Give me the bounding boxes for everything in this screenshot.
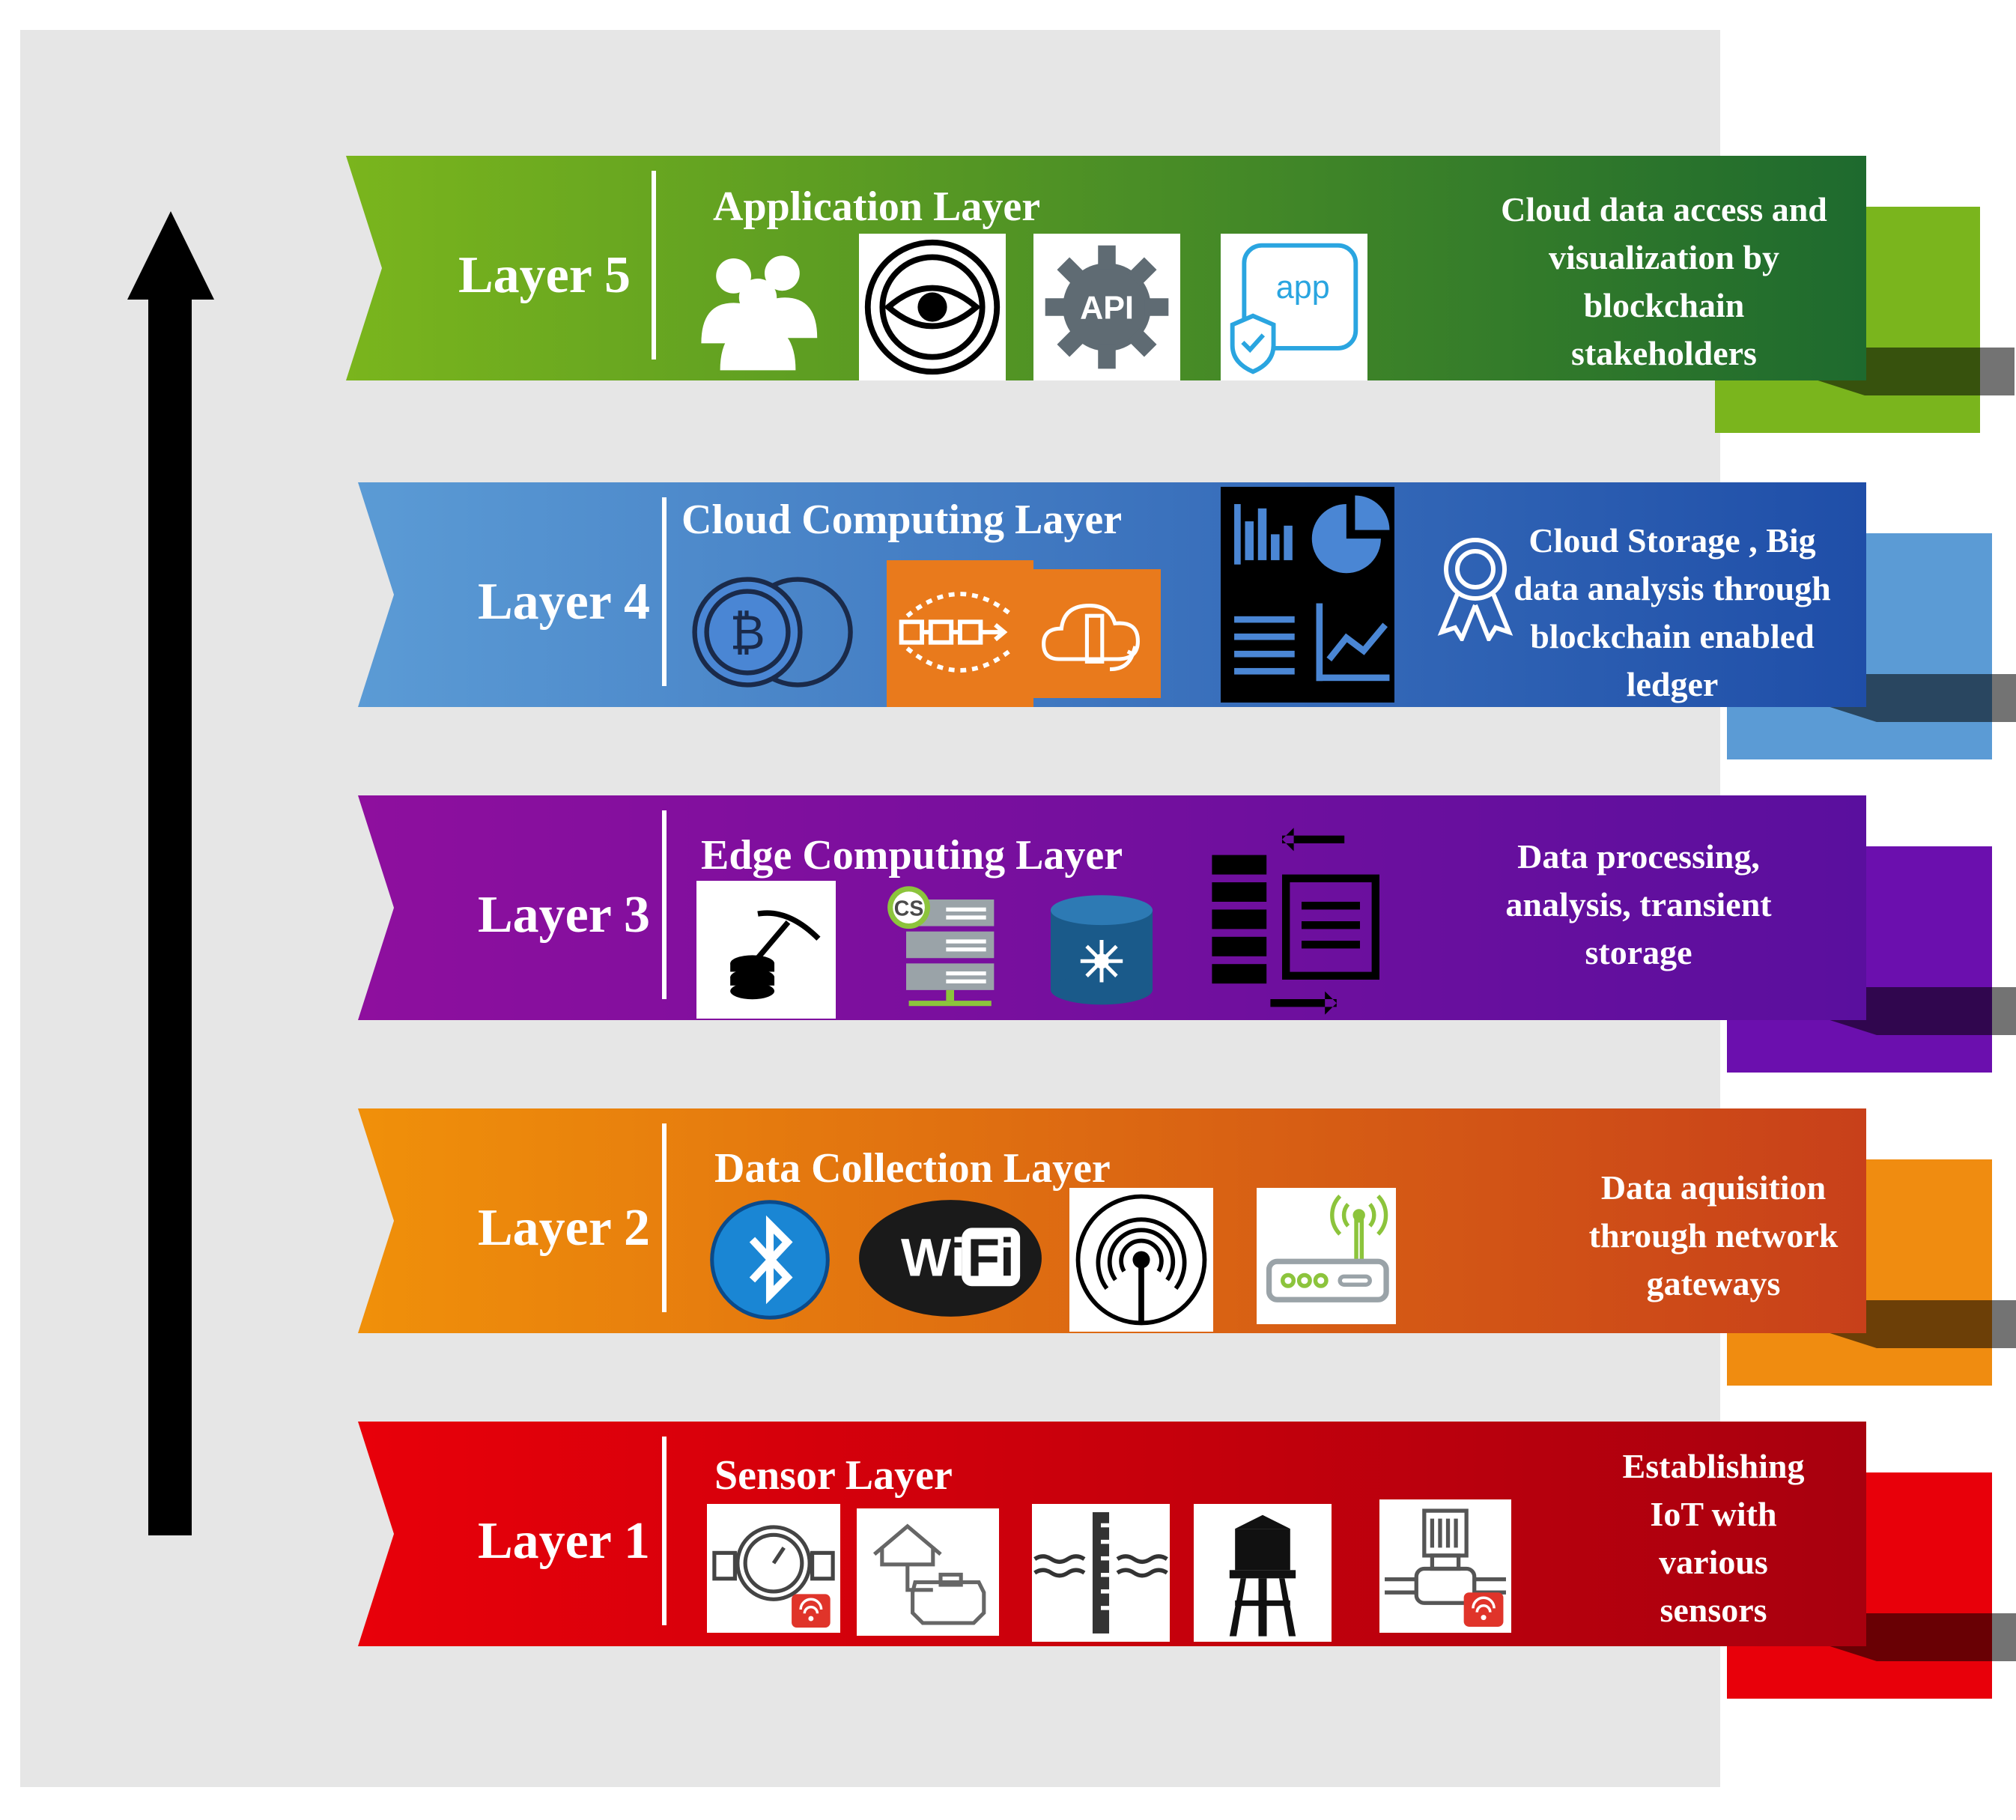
water-meter-icon (707, 1504, 840, 1633)
bitcoin-coins-icon: ₿ (687, 572, 861, 692)
bluetooth-icon (707, 1197, 833, 1323)
layer-4-divider (662, 497, 667, 686)
layer-5-description: Cloud data access and visualization by b… (1501, 190, 1827, 372)
layer-5-label: Layer 5 (458, 246, 631, 304)
layer-2-divider (662, 1123, 667, 1312)
up-arrow-head-icon (127, 211, 214, 300)
layer-4-label: Layer 4 (477, 573, 651, 631)
layer-3-title: Edge Computing Layer (701, 832, 1123, 879)
router-icon (1045, 885, 1158, 1010)
layer-3-description: Data processing, analysis, transient sto… (1505, 837, 1772, 971)
up-arrow-shaft (148, 292, 192, 1535)
svg-text:CS: CS (894, 897, 924, 920)
svg-text:API: API (1080, 291, 1134, 327)
layer-2-label: Layer 2 (477, 1199, 651, 1257)
svg-text:Wi: Wi (901, 1229, 965, 1288)
svg-text:app: app (1276, 270, 1330, 306)
pump-icon (1379, 1499, 1511, 1633)
layer-3-divider (662, 810, 667, 999)
cs-server-network-icon: CS (882, 876, 1002, 1019)
app-security-icon: app (1221, 234, 1367, 380)
layer-1-divider (662, 1437, 667, 1625)
blockchain-icon (887, 560, 1033, 707)
layer-1-description: Establishing IoT with various sensors (1622, 1447, 1805, 1629)
svg-text:₿: ₿ (729, 605, 765, 659)
layer-4-title: Cloud Computing Layer (681, 497, 1123, 543)
server-transfer-icon (1204, 822, 1399, 1020)
data-mining-icon (696, 881, 836, 1019)
septic-tank-icon (857, 1508, 999, 1636)
layer-2-title: Data Collection Layer (714, 1145, 1111, 1192)
analytics-dashboard-icon (1221, 487, 1394, 703)
water-tower-icon (1194, 1504, 1332, 1642)
eye-icon (859, 234, 1006, 380)
wifi-logo-icon: Wi Fi (855, 1192, 1045, 1324)
layer-2-description: Data aquisition through network gateways (1588, 1168, 1839, 1302)
layer-3-label: Layer 3 (477, 886, 651, 944)
layer-1-label: Layer 1 (477, 1512, 651, 1570)
water-level-gauge-icon (1032, 1504, 1170, 1642)
layer-5-title: Application Layer (713, 183, 1041, 230)
cloud-server-icon (1033, 569, 1161, 698)
wireless-router-icon (1257, 1188, 1396, 1324)
award-ribbon-icon (1430, 529, 1520, 641)
layer-5-divider (652, 171, 656, 360)
api-gear-icon: API (1033, 234, 1180, 380)
svg-text:Fi: Fi (968, 1229, 1015, 1288)
antenna-signal-icon (1069, 1188, 1213, 1332)
users-icon (690, 238, 825, 373)
layer-4-description: Cloud Storage , Big data analysis throug… (1513, 521, 1831, 703)
layer-1-title: Sensor Layer (714, 1452, 953, 1499)
